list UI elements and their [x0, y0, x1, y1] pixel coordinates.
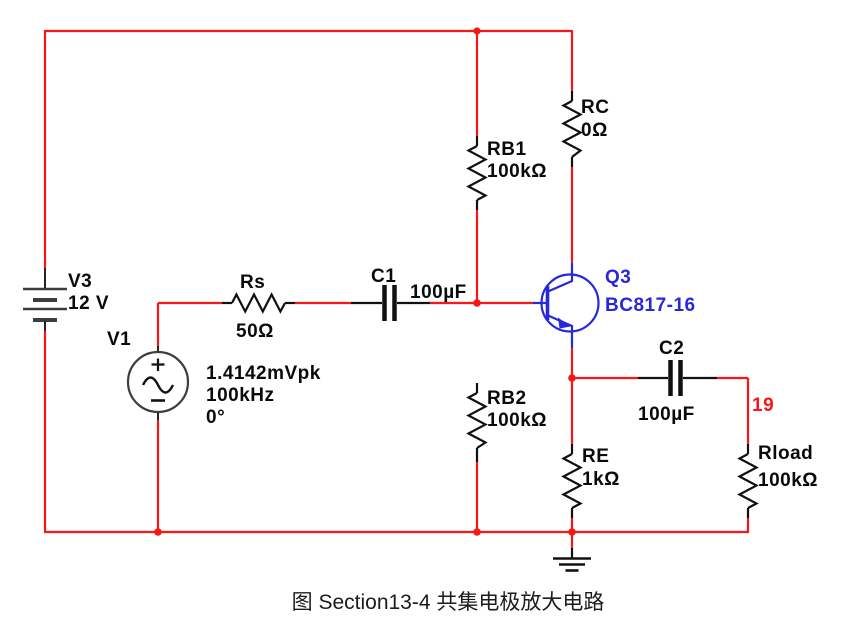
- transistor-emitter-arrow: [558, 317, 571, 329]
- resistor-zigzag: [561, 453, 583, 509]
- rload-name-label: Rload: [758, 443, 813, 464]
- resistor-rb1-symbol: [466, 136, 488, 210]
- rload-value-label: 100kΩ: [758, 470, 818, 491]
- node-19-label: 19: [752, 395, 774, 416]
- junction-dot: [473, 528, 481, 536]
- junction-dot: [568, 374, 576, 382]
- rb1-value-label: 100kΩ: [487, 161, 547, 182]
- v1-value-line2: 100kHz: [206, 385, 275, 406]
- resistor-rload-symbol: [737, 444, 759, 518]
- battery-v3-symbol: [23, 268, 67, 331]
- resistor-re-symbol: [561, 444, 583, 518]
- rs-value-label: 50Ω: [236, 321, 274, 342]
- transistor-emitter: [547, 314, 574, 348]
- rb1-name-label: RB1: [487, 139, 527, 160]
- q3-value-label: BC817-16: [605, 295, 696, 316]
- q3-name-label: Q3: [605, 267, 631, 288]
- rc-name-label: RC: [581, 97, 609, 118]
- c2-name-label: C2: [659, 338, 684, 359]
- junction-dot: [154, 528, 162, 536]
- v3-name-label: V3: [68, 271, 92, 292]
- source-circle: [126, 350, 190, 414]
- resistor-rc-symbol: [561, 91, 583, 167]
- v1-value-line3: 0°: [206, 407, 225, 428]
- resistor-zigzag: [737, 453, 759, 509]
- resistor-rb2-symbol: [466, 383, 488, 462]
- junction-dot: [473, 299, 481, 307]
- resistor-rs-symbol: [222, 292, 295, 314]
- v3-value-label: 12 V: [68, 293, 109, 314]
- capacitor-c2-symbol: [638, 360, 717, 396]
- resistor-zigzag: [561, 100, 583, 158]
- c1-value-label: 100µF: [410, 282, 467, 303]
- sine-wave: [141, 376, 175, 394]
- junction-dots: [154, 27, 576, 536]
- rb2-value-label: 100kΩ: [487, 410, 547, 431]
- plus-sign: [151, 358, 165, 371]
- junction-dot: [473, 27, 481, 35]
- re-name-label: RE: [582, 446, 609, 467]
- figure-caption: 图 Section13-4 共集电极放大电路: [292, 591, 605, 614]
- rs-name-label: Rs: [240, 272, 265, 293]
- c1-name-label: C1: [371, 266, 396, 287]
- transistor-q3-symbol: [533, 263, 600, 348]
- re-value-label: 1kΩ: [582, 469, 620, 490]
- transistor-collector: [547, 263, 574, 293]
- resistor-zigzag: [231, 292, 286, 314]
- v1-value-line1: 1.4142mVpk: [206, 363, 321, 384]
- v1-name-label: V1: [107, 329, 131, 350]
- resistor-zigzag: [466, 145, 488, 201]
- ground-symbol: [553, 548, 591, 572]
- rc-value-label: 0Ω: [581, 120, 608, 141]
- rb2-name-label: RB2: [487, 388, 527, 409]
- c2-value-label: 100µF: [638, 404, 695, 425]
- resistor-zigzag: [466, 392, 488, 449]
- capacitor-c1-symbol: [351, 285, 430, 321]
- ac-source-v1-symbol: [126, 346, 190, 420]
- junction-dot: [568, 528, 576, 536]
